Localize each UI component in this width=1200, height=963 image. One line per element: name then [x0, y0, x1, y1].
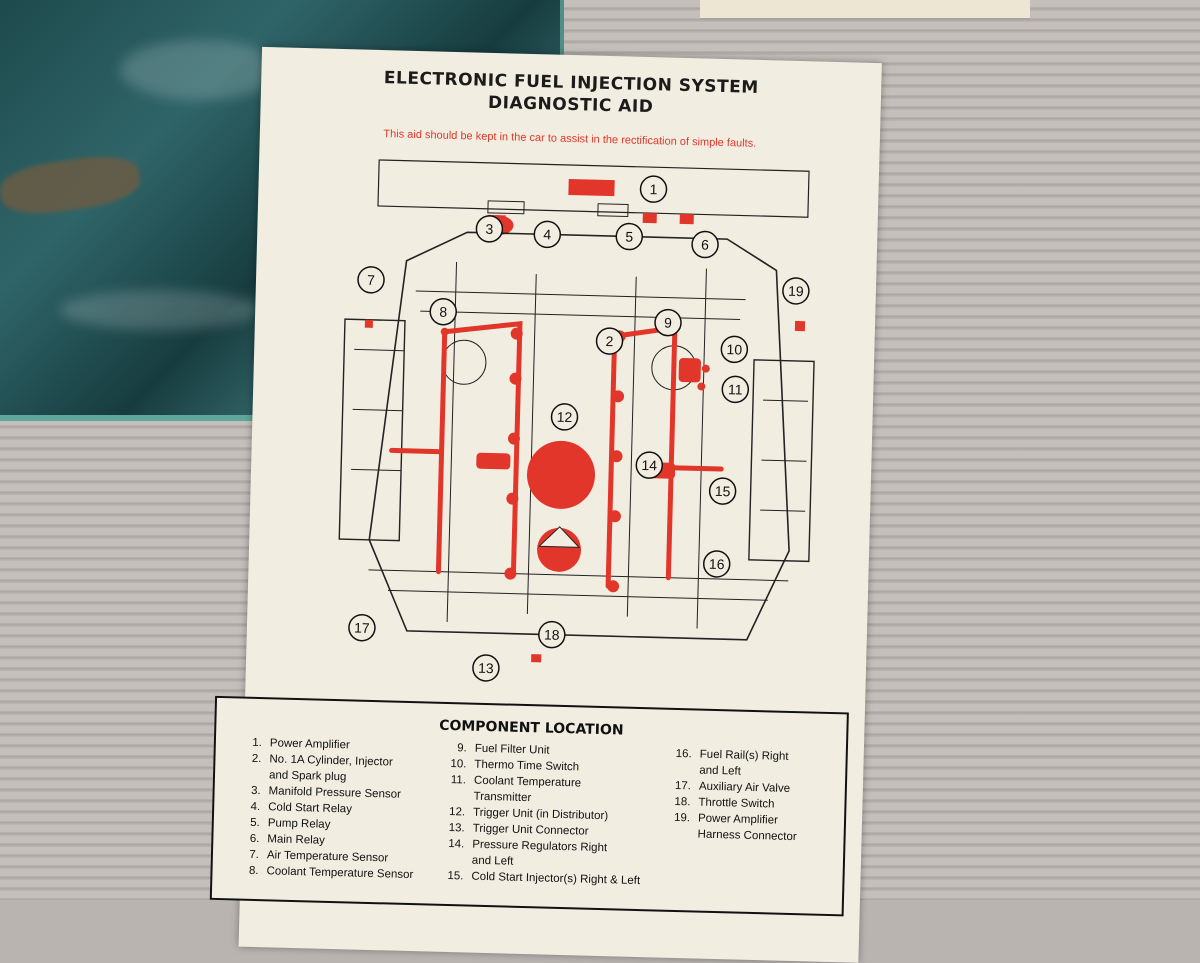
- legend-item: 16. Fuel Rail(s) Right and Left: [665, 746, 836, 782]
- legend-item-number: 6.: [249, 832, 260, 846]
- legend-item-number: 14.: [448, 838, 465, 851]
- legend-item-text: Cold Start Injector(s) Right & Left: [471, 870, 641, 888]
- legend-item-text: Fuel Rail(s) Right and Left: [699, 748, 789, 778]
- legend-item-number: 13.: [448, 822, 465, 835]
- legend-item-number: 17.: [674, 779, 692, 793]
- callout-19: 19: [788, 283, 804, 299]
- legend-item-text: Fuel Filter Unit: [474, 742, 550, 757]
- engine-diagram: 1 2 3 4 5 6 7 8 9 10 11 12 13 14 15 16 1…: [338, 159, 815, 682]
- legend-item-text: Coolant Temperature Transmitter: [473, 774, 582, 805]
- legend-item-text: Pump Relay: [267, 817, 331, 831]
- dirt-stain: [0, 150, 143, 220]
- legend-item-number: 4.: [250, 800, 261, 814]
- legend-item-text: No. 1A Cylinder, Injector and Spark plug: [268, 753, 393, 784]
- legend-item-text: Pressure Regulators Right and Left: [471, 838, 608, 868]
- legend-item-number: 11.: [450, 774, 467, 787]
- legend-item-number: 15.: [447, 870, 464, 883]
- callout-1: 1: [649, 181, 657, 197]
- legend-item-number: 2.: [251, 752, 262, 766]
- legend-item: 2. No. 1A Cylinder, Injector and Spark pl…: [235, 750, 436, 787]
- callout-14: 14: [641, 457, 657, 473]
- legend-item-number: 5.: [250, 816, 260, 830]
- legend-item-number: 3.: [250, 784, 261, 798]
- callout-12: 12: [557, 409, 573, 425]
- callout-15: 15: [715, 483, 731, 499]
- legend-item: 19. Power Amplifier Harness Connector: [663, 810, 834, 846]
- callout-4: 4: [543, 226, 551, 242]
- legend-item-text: Throttle Switch: [698, 796, 775, 811]
- legend-item-number: 10.: [450, 758, 467, 771]
- callout-2: 2: [605, 333, 613, 349]
- callout-10: 10: [726, 341, 742, 357]
- diagnostic-aid-card: ELECTRONIC FUEL INJECTION SYSTEM DIAGNOS…: [209, 46, 882, 963]
- legend-item-number: 16.: [675, 747, 692, 761]
- legend-item-text: Main Relay: [267, 833, 326, 847]
- legend-item-number: 18.: [674, 795, 691, 809]
- callout-17: 17: [354, 619, 370, 635]
- legend-item-number: 12.: [448, 806, 466, 819]
- callout-9: 9: [664, 315, 672, 331]
- legend-item-text: Power Amplifier Harness Connector: [697, 812, 797, 844]
- legend-item-text: Coolant Temperature Sensor: [266, 865, 414, 882]
- legend-item-number: 9.: [457, 742, 467, 755]
- callout-11: 11: [728, 381, 743, 397]
- callout-16: 16: [709, 556, 725, 572]
- legend-item-number: 7.: [249, 848, 260, 862]
- legend-item-number: 8.: [248, 864, 259, 878]
- callout-6: 6: [701, 236, 709, 252]
- background-booklet-edge: [700, 0, 1030, 20]
- callout-3: 3: [485, 221, 493, 237]
- callout-13: 13: [478, 660, 494, 676]
- legend-item-number: 19.: [673, 811, 691, 825]
- callout-5: 5: [625, 228, 633, 244]
- callout-18: 18: [544, 626, 560, 642]
- callout-8: 8: [439, 304, 447, 320]
- legend-item-number: 1.: [252, 736, 263, 750]
- callout-7: 7: [367, 272, 375, 288]
